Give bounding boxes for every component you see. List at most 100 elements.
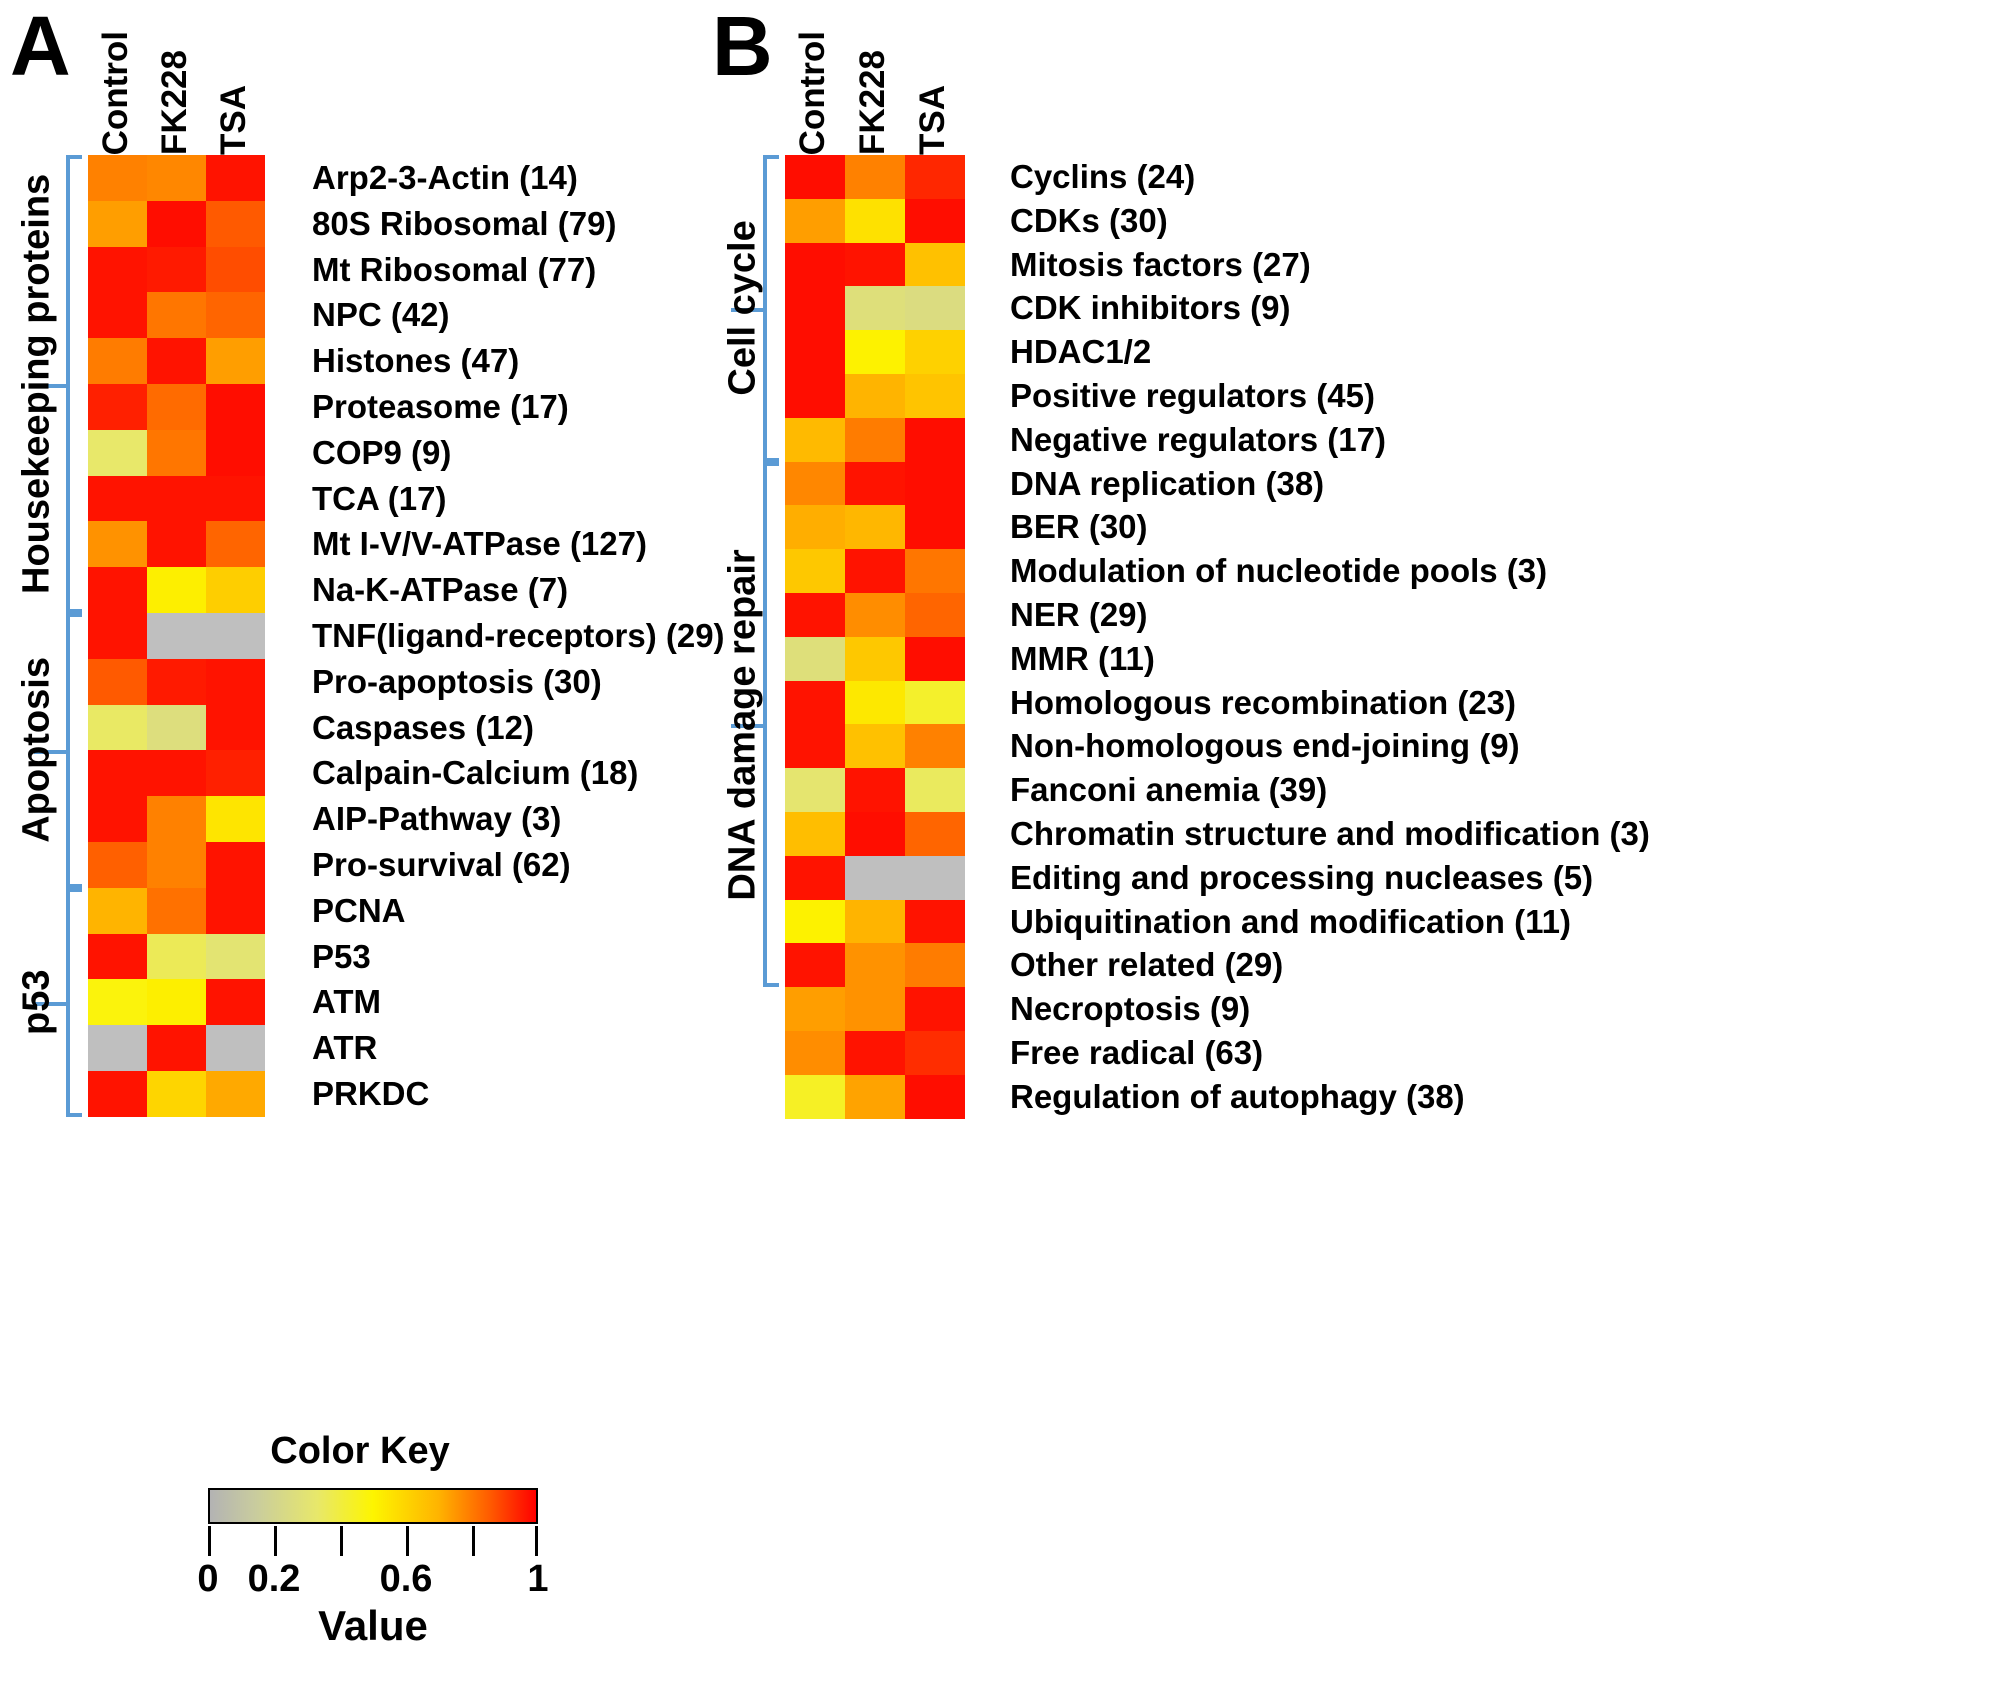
- heatmap-cell: [845, 768, 905, 812]
- row-label: HDAC1/2: [1010, 333, 1152, 371]
- row-label: Necroptosis (9): [1010, 990, 1251, 1028]
- heatmap-cell: [147, 475, 206, 522]
- heatmap-cell: [147, 155, 206, 201]
- heatmap-cell: [785, 155, 845, 199]
- row-label: Negative regulators (17): [1010, 420, 1386, 458]
- heatmap-cell: [88, 200, 147, 247]
- heatmap-cell: [845, 242, 905, 287]
- row-label: Pro-apoptosis (30): [312, 662, 602, 700]
- heatmap-cell: [785, 636, 845, 681]
- heatmap-cell: [845, 1074, 905, 1119]
- row-label: TNF(ligand-receptors) (29): [312, 616, 725, 654]
- heatmap-cell: [845, 899, 905, 944]
- heatmap-cell: [88, 338, 147, 384]
- color-key-tick: [406, 1526, 409, 1556]
- heatmap-cell: [147, 796, 206, 842]
- heatmap-cell: [206, 612, 265, 659]
- heatmap-cell: [147, 979, 206, 1026]
- heatmap-cell: [206, 246, 265, 293]
- heatmap-cell: [785, 505, 845, 550]
- row-label: Editing and processing nucleases (5): [1010, 858, 1594, 896]
- group-label: p53: [15, 969, 58, 1036]
- heatmap-cell: [785, 461, 845, 506]
- heatmap-cell: [147, 933, 206, 980]
- row-label: P53: [312, 937, 371, 975]
- heatmap-cell: [147, 338, 206, 384]
- panel-b-column-header-fk228: FK228: [853, 49, 892, 155]
- row-label: Calpain-Calcium (18): [312, 754, 639, 792]
- color-key-tick: [208, 1526, 211, 1556]
- heatmap-cell: [785, 198, 845, 243]
- heatmap-cell: [785, 987, 845, 1031]
- heatmap-cell: [88, 612, 147, 659]
- heatmap-cell: [905, 768, 965, 812]
- heatmap-cell: [147, 612, 206, 659]
- heatmap-cell: [905, 505, 965, 550]
- heatmap-cell: [905, 373, 965, 418]
- row-label: Modulation of nucleotide pools (3): [1010, 552, 1548, 590]
- row-label: AIP-Pathway (3): [312, 800, 562, 838]
- heatmap-cell: [905, 987, 965, 1031]
- heatmap-cell: [905, 417, 965, 462]
- group-bracket: [66, 887, 82, 1117]
- heatmap-cell: [785, 549, 845, 593]
- heatmap-cell: [88, 475, 147, 522]
- group-bracket: [66, 613, 82, 888]
- heatmap-cell: [905, 592, 965, 637]
- heatmap-cell: [845, 592, 905, 637]
- heatmap-cell: [845, 549, 905, 593]
- group-bracket-tick: [34, 384, 66, 388]
- heatmap-cell: [206, 979, 265, 1026]
- heatmap-cell: [845, 987, 905, 1031]
- row-label: Caspases (12): [312, 708, 534, 746]
- row-label: Chromatin structure and modification (3): [1010, 814, 1650, 852]
- row-label: Mt I-V/V-ATPase (127): [312, 525, 647, 563]
- row-label: CDKs (30): [1010, 201, 1168, 239]
- heatmap-cell: [845, 943, 905, 988]
- panel-a-column-header-control: Control: [96, 30, 135, 155]
- row-label: Ubiquitination and modification (11): [1010, 902, 1571, 940]
- row-label: COP9 (9): [312, 433, 452, 471]
- heatmap-cell: [147, 1070, 206, 1117]
- heatmap-cell: [905, 242, 965, 287]
- heatmap-cell: [206, 933, 265, 980]
- panel-a-heatmap: [88, 155, 265, 1117]
- heatmap-cell: [785, 330, 845, 374]
- heatmap-cell: [88, 383, 147, 430]
- heatmap-cell: [785, 855, 845, 900]
- heatmap-cell: [785, 724, 845, 769]
- row-label: NPC (42): [312, 296, 450, 334]
- heatmap-cell: [88, 1070, 147, 1117]
- group-bracket-tick: [34, 750, 66, 755]
- panel-b-row-labels: Cyclins (24)CDKs (30)Mitosis factors (27…: [1010, 155, 1910, 1119]
- heatmap-cell: [845, 286, 905, 331]
- panel-a-row-labels: Arp2-3-Actin (14)80S Ribosomal (79)Mt Ri…: [312, 155, 1212, 1117]
- heatmap-cell: [845, 505, 905, 550]
- heatmap-cell: [785, 768, 845, 812]
- heatmap-cell: [206, 1070, 265, 1117]
- heatmap-cell: [147, 887, 206, 934]
- row-label: ATR: [312, 1029, 378, 1067]
- row-label: Homologous recombination (23): [1010, 683, 1517, 721]
- heatmap-cell: [845, 330, 905, 374]
- color-key-tick-label: 0.6: [379, 1558, 433, 1600]
- heatmap-cell: [206, 429, 265, 476]
- group-label: DNA damage repair: [721, 548, 764, 901]
- heatmap-cell: [88, 887, 147, 934]
- heatmap-cell: [905, 1030, 965, 1075]
- heatmap-cell: [147, 658, 206, 705]
- heatmap-cell: [147, 246, 206, 293]
- row-label: Other related (29): [1010, 946, 1284, 984]
- heatmap-cell: [206, 887, 265, 934]
- group-bracket-tick: [731, 308, 763, 313]
- heatmap-cell: [905, 943, 965, 988]
- heatmap-cell: [147, 292, 206, 339]
- heatmap-cell: [905, 461, 965, 506]
- heatmap-cell: [905, 286, 965, 331]
- heatmap-cell: [147, 841, 206, 888]
- heatmap-cell: [785, 373, 845, 418]
- heatmap-cell: [206, 200, 265, 247]
- panel-a-column-header-fk228: FK228: [155, 49, 194, 155]
- heatmap-cell: [147, 1025, 206, 1071]
